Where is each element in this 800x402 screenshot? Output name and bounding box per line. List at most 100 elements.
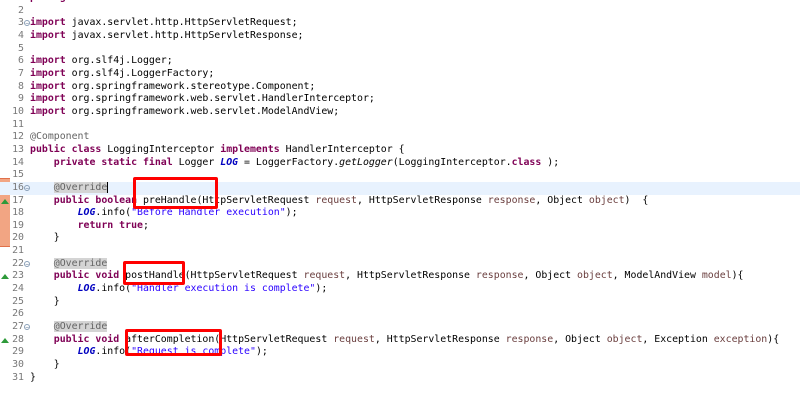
code-line[interactable]: 1package xyxy=(0,0,800,5)
code-text: (LoggingInterceptor. xyxy=(392,156,512,168)
code-line[interactable]: 5 xyxy=(0,43,800,56)
override-marker-icon[interactable] xyxy=(1,198,9,204)
override-marker-icon[interactable] xyxy=(1,274,9,280)
code-content[interactable]: } xyxy=(30,232,60,245)
code-text: HandlerInterceptor { xyxy=(279,143,405,155)
code-text: ){ xyxy=(767,333,780,345)
code-line[interactable]: 30 } xyxy=(0,359,800,372)
parameter: object xyxy=(606,333,643,345)
code-content[interactable]: import javax.servlet.http.HttpServletReq… xyxy=(30,17,298,30)
code-line[interactable]: 21 xyxy=(0,245,800,258)
code-line[interactable]: 17 public boolean preHandle(HttpServletR… xyxy=(0,195,800,208)
code-line[interactable]: 22− @Override xyxy=(0,257,800,271)
code-content[interactable]: return true; xyxy=(30,220,149,233)
code-line[interactable]: 11 xyxy=(0,119,800,132)
code-line[interactable]: 24 LOG.info("Handler execution is comple… xyxy=(0,283,800,296)
annotation-box-posthandle xyxy=(123,261,185,285)
code-line[interactable]: 4 import javax.servlet.http.HttpServletRe… xyxy=(0,30,800,43)
code-line[interactable]: 28 public void afterCompletion(HttpServl… xyxy=(0,334,800,347)
code-content[interactable]: LOG.info("Request is complete"); xyxy=(30,346,268,359)
code-content[interactable]: package xyxy=(30,0,72,5)
fold-toggle-icon[interactable]: − xyxy=(24,260,30,268)
string-literal: "Request is complete" xyxy=(131,346,256,358)
line-number: 23 xyxy=(12,270,24,282)
code-line[interactable]: 25 } xyxy=(0,296,800,309)
code-text: , Exception xyxy=(642,333,714,345)
code-line[interactable]: 20 } xyxy=(0,232,800,245)
code-content[interactable]: import org.springframework.web.servlet.H… xyxy=(30,93,375,106)
code-content[interactable]: public class LoggingInterceptor implemen… xyxy=(30,144,405,157)
code-line[interactable]: 15 xyxy=(0,169,800,182)
code-line[interactable]: 3−import javax.servlet.http.HttpServletR… xyxy=(0,17,800,30)
code-line[interactable]: 14 private static final Logger LOG = Log… xyxy=(0,157,800,170)
fold-toggle-icon[interactable]: − xyxy=(24,324,30,332)
code-line[interactable]: 2 xyxy=(0,5,800,18)
code-text xyxy=(30,207,78,218)
code-content[interactable]: import org.slf4j.Logger; xyxy=(30,55,173,68)
code-content[interactable]: public boolean preHandle(HttpServletRequ… xyxy=(30,194,649,208)
code-content[interactable]: public void afterCompletion(HttpServletR… xyxy=(30,334,779,347)
keyword: public void xyxy=(53,333,120,345)
code-text xyxy=(30,220,78,231)
code-text: ); xyxy=(315,283,328,295)
code-text: , HttpServletResponse xyxy=(374,333,506,345)
code-lines[interactable]: 1package23−import javax.servlet.http.Htt… xyxy=(0,0,800,384)
text-caret xyxy=(107,181,109,193)
parameter: response xyxy=(505,333,554,345)
code-content[interactable]: import javax.servlet.http.HttpServletRes… xyxy=(30,30,304,43)
code-line[interactable]: 27− @Override xyxy=(0,321,800,334)
code-content[interactable]: import org.slf4j.LoggerFactory; xyxy=(30,68,214,81)
code-line[interactable]: 18 LOG.info("Before Handler execution"); xyxy=(0,207,800,220)
fold-toggle-icon[interactable]: − xyxy=(24,20,30,28)
annotation: @Component xyxy=(30,131,90,143)
code-line[interactable]: 19 return true; xyxy=(0,220,800,233)
override-marker-icon[interactable] xyxy=(1,337,9,343)
field-name: LOG xyxy=(77,207,96,219)
line-number: 16 xyxy=(12,181,24,193)
line-number: 29 xyxy=(12,346,24,358)
code-content[interactable]: } xyxy=(30,359,60,372)
code-text: , HttpServletResponse xyxy=(345,270,476,282)
code-line[interactable]: 29 LOG.info("Request is complete"); xyxy=(0,346,800,359)
line-number: 8 xyxy=(18,80,24,92)
code-line[interactable]: 8 import org.springframework.stereotype.C… xyxy=(0,81,800,94)
code-content[interactable]: LOG.info("Before Handler execution"); xyxy=(30,207,298,220)
line-number: 18 xyxy=(12,207,24,219)
code-text: ){ xyxy=(731,270,744,282)
code-content[interactable]: @Override xyxy=(30,321,108,334)
keyword: import xyxy=(30,105,66,117)
code-content[interactable]: LOG.info("Handler execution is complete"… xyxy=(30,283,328,296)
code-content[interactable]: } xyxy=(30,296,60,309)
keyword: private static final xyxy=(53,156,173,168)
code-content[interactable]: } xyxy=(30,372,36,385)
line-number: 7 xyxy=(18,67,24,79)
code-text: , Object xyxy=(535,194,589,206)
code-line[interactable]: 7 import org.slf4j.LoggerFactory; xyxy=(0,68,800,81)
code-line[interactable]: 23 public void postHandle(HttpServletReq… xyxy=(0,270,800,283)
code-line[interactable]: 26 xyxy=(0,308,800,321)
line-number: 4 xyxy=(18,29,24,41)
code-line[interactable]: 16− @Override xyxy=(0,181,800,195)
code-content[interactable]: import org.springframework.stereotype.Co… xyxy=(30,81,315,94)
code-content[interactable]: import org.springframework.web.servlet.M… xyxy=(30,106,339,119)
code-content[interactable]: public void postHandle(HttpServletReques… xyxy=(30,270,744,283)
code-line[interactable]: 12@Component xyxy=(0,131,800,144)
line-number: 19 xyxy=(12,219,24,231)
parameter: request xyxy=(303,270,346,282)
fold-toggle-icon[interactable]: − xyxy=(24,184,30,192)
field-name: LOG xyxy=(77,283,96,295)
code-content[interactable]: @Override xyxy=(30,181,109,195)
keyword: public boolean xyxy=(53,194,138,206)
code-content[interactable]: private static final Logger LOG = Logger… xyxy=(30,157,559,170)
code-text xyxy=(30,283,78,294)
keyword: public class xyxy=(30,143,102,155)
code-line[interactable]: 31} xyxy=(0,372,800,385)
code-text: } xyxy=(30,232,60,244)
code-content[interactable]: @Component xyxy=(30,131,89,144)
code-content[interactable]: @Override xyxy=(30,257,108,271)
